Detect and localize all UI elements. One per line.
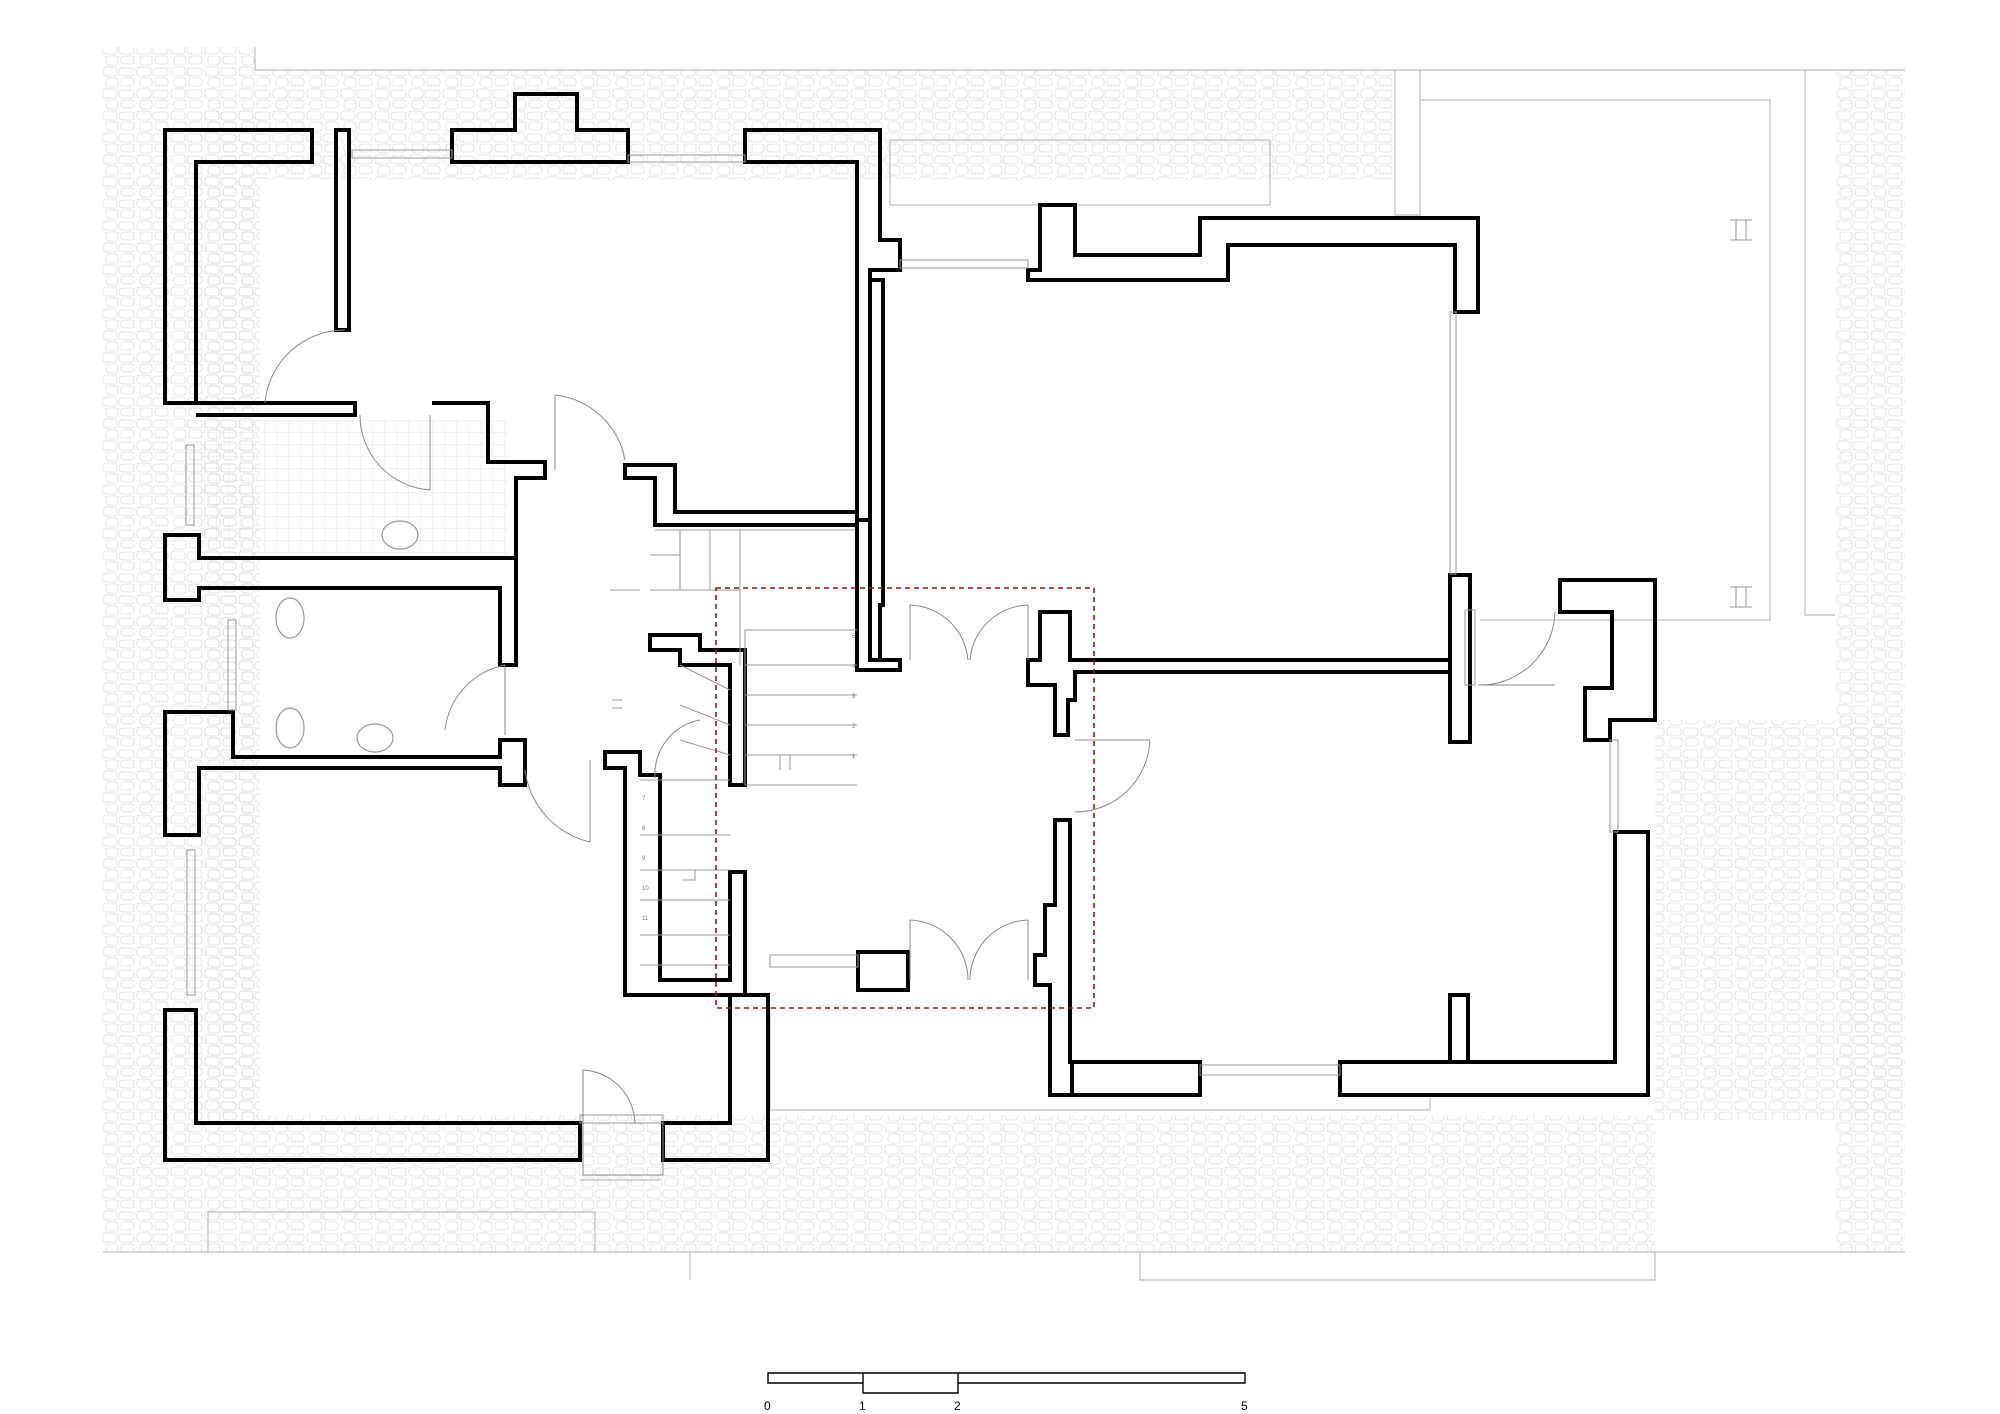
wall-corridor-stub xyxy=(623,463,859,527)
wall-right-upper-room xyxy=(1026,203,1480,314)
walls xyxy=(163,92,1657,1162)
stair-step-number: 10 xyxy=(642,886,649,892)
wall-bath-corner xyxy=(163,401,547,602)
wall-top-right-segment xyxy=(743,128,902,522)
wall-bedroom-partition xyxy=(196,401,357,417)
wall-stair-core-lower xyxy=(603,750,747,997)
doors xyxy=(264,329,1556,1176)
highlight-boundary xyxy=(715,587,1095,1009)
toilet-2 xyxy=(275,707,305,749)
wall-lower-right-stub xyxy=(1448,993,1470,1064)
windows xyxy=(185,149,1619,1124)
wall-middle-partition xyxy=(1026,610,1452,737)
washbasin-2 xyxy=(356,723,394,753)
stair-step-number: 8 xyxy=(642,826,646,832)
toilet-1 xyxy=(275,597,305,639)
wall-right-wing xyxy=(1558,578,1657,742)
scale-bar: 0 1 2 5 xyxy=(764,1372,1248,1413)
washbasin-1 xyxy=(381,520,419,550)
wall-central-column xyxy=(855,520,902,672)
scale-label-0: 0 xyxy=(764,1399,771,1413)
wall-top-left-room xyxy=(163,128,314,405)
scale-label-5: 5 xyxy=(1241,1399,1248,1413)
scale-label-2: 2 xyxy=(954,1399,961,1413)
stair-step-number: 9 xyxy=(642,856,646,862)
stair-step-number: 1 xyxy=(852,754,856,760)
scale-label-1: 1 xyxy=(859,1399,866,1413)
site-outlines xyxy=(103,47,1905,1281)
wall-lower-middle xyxy=(1033,818,1202,1097)
column-symbols xyxy=(1730,219,1752,608)
wall-east-vertical xyxy=(870,278,885,660)
stair-step-number: 5 xyxy=(852,634,856,640)
wall-wc-south xyxy=(163,710,527,837)
staircase: 5 4 3 2 1 7 8 9 10 11 xyxy=(610,529,857,966)
wall-east-jamb xyxy=(1448,573,1472,744)
stair-step-number: 2 xyxy=(852,724,856,730)
wall-top-chimney xyxy=(450,92,630,164)
stair-step-number: 11 xyxy=(642,916,649,922)
bathroom-fixtures xyxy=(275,520,419,753)
stair-step-number: 7 xyxy=(642,796,646,802)
stair-step-number: 3 xyxy=(852,694,856,700)
bathroom-tile-floor xyxy=(198,420,508,555)
stair-step-number: 4 xyxy=(852,664,856,670)
site-paving xyxy=(103,47,1905,1252)
wall-right-lower-room xyxy=(1338,830,1650,1097)
wall-entry-block xyxy=(856,950,910,992)
wall-partition-vertical xyxy=(334,128,351,332)
wall-stair-core-upper xyxy=(648,633,747,787)
wall-wc-north xyxy=(233,478,518,667)
